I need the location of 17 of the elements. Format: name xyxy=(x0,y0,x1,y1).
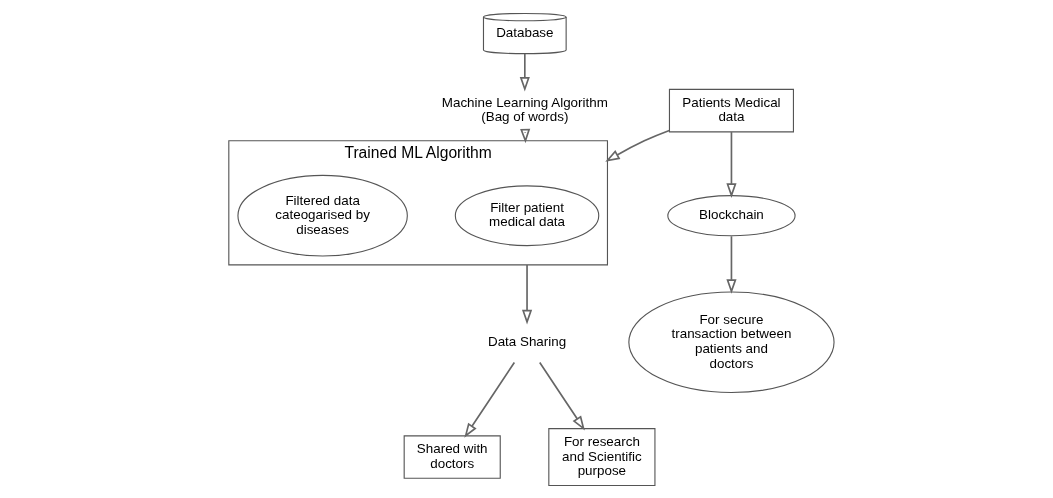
arrow xyxy=(725,130,737,198)
arrow xyxy=(519,128,530,143)
node-text: Machine Learning Algorithm (Bag of words) xyxy=(441,94,608,124)
arrow xyxy=(521,263,532,324)
node-text: Data Sharing xyxy=(487,333,566,349)
node-ellipse: Filtered data cateogarised by diseases xyxy=(236,174,408,257)
node-box: Shared with doctors xyxy=(403,434,501,479)
arrow xyxy=(604,129,670,162)
arrow xyxy=(519,52,530,92)
node-ellipse: For secure transaction between patients and doctors xyxy=(627,290,835,393)
arrow xyxy=(463,361,515,438)
node-ellipse: Blockchain xyxy=(666,194,796,236)
node-box: Patients Medical data xyxy=(668,88,794,132)
node-ellipse: Filter patient medical data xyxy=(454,184,599,246)
arrow xyxy=(538,361,585,430)
arrow xyxy=(725,234,737,294)
node-box: For research and Scientific purpose xyxy=(547,427,655,486)
